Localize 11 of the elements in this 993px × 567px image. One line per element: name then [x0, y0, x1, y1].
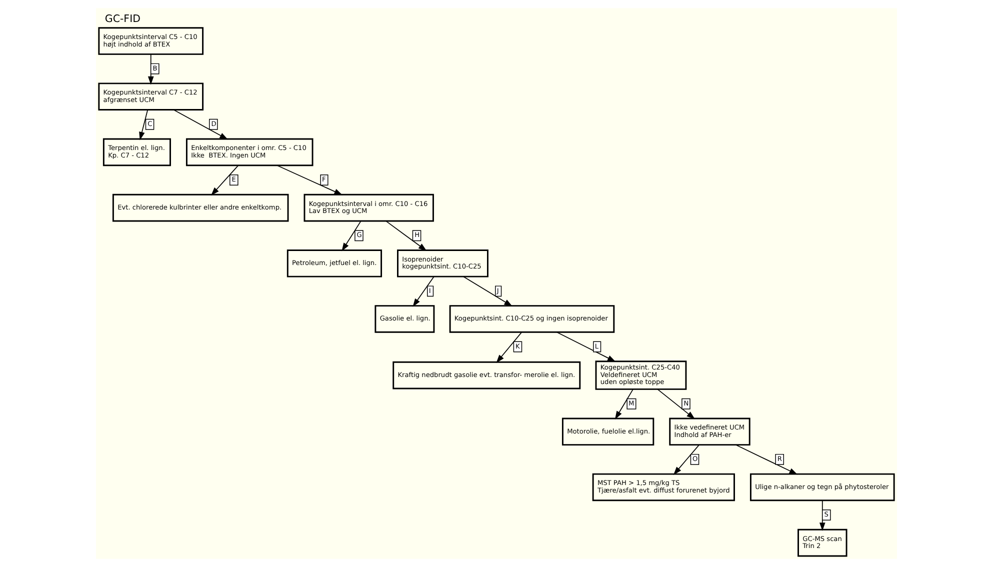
arrow	[276, 165, 343, 196]
arrow	[148, 54, 154, 85]
arrow	[386, 220, 427, 251]
arrow	[556, 332, 616, 362]
arrow	[735, 444, 798, 475]
arrow	[463, 276, 513, 306]
arrow	[819, 500, 826, 531]
arrow	[657, 388, 695, 420]
arrow	[139, 109, 148, 140]
diagram-title: GC-FID	[104, 13, 140, 26]
arrow	[173, 109, 228, 140]
